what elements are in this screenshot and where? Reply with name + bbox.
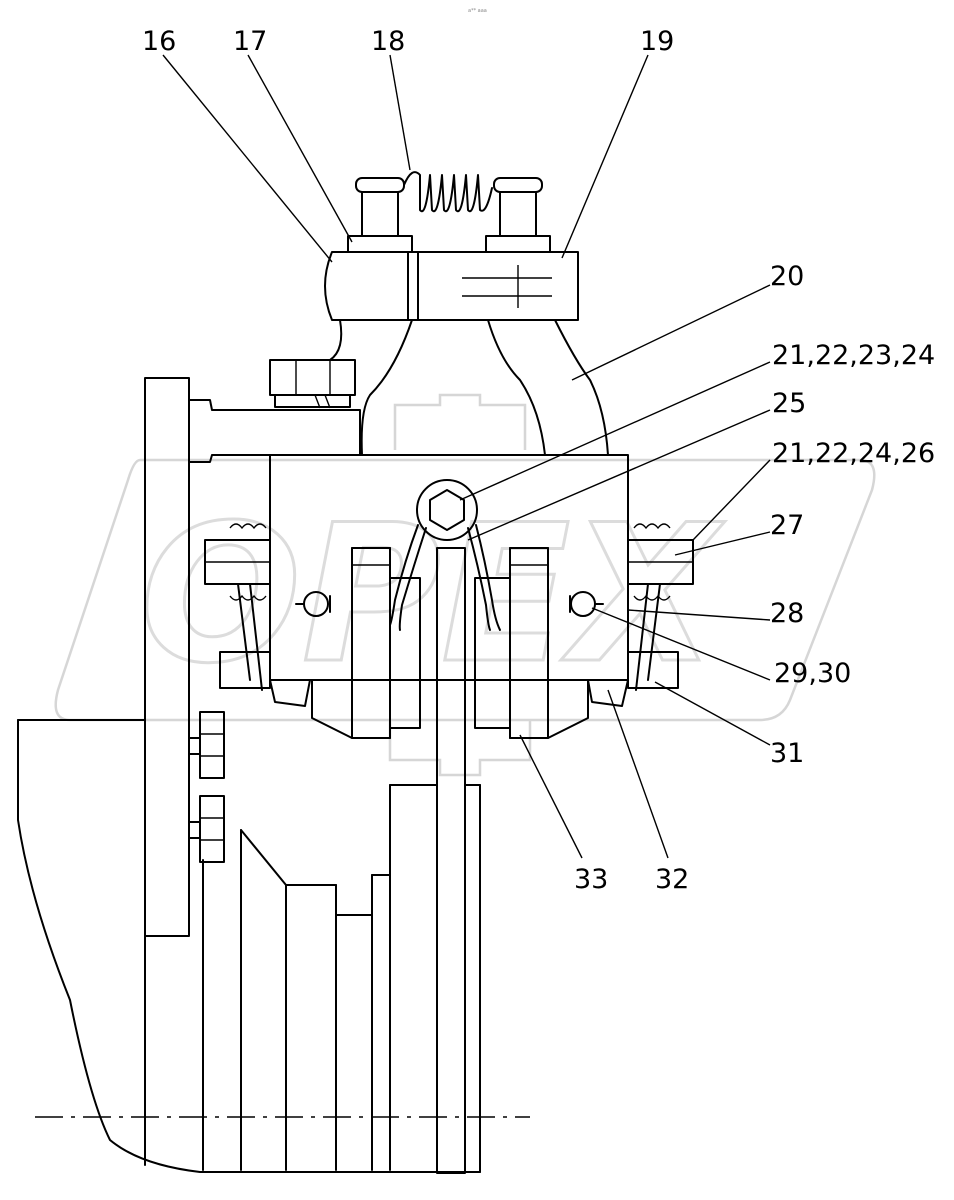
callout-21-22-23-24: 21,22,23,24 — [772, 340, 935, 371]
callout-18: 18 — [371, 26, 405, 57]
right-adjuster — [627, 523, 694, 691]
top-nut — [269, 359, 356, 409]
callout-17: 17 — [233, 26, 267, 57]
callout-31: 31 — [770, 738, 804, 769]
callout-20: 20 — [770, 261, 804, 292]
callout-19: 19 — [640, 26, 674, 57]
spring-posts — [347, 171, 551, 253]
callout-32: 32 — [655, 864, 689, 895]
callout-27: 27 — [770, 510, 804, 541]
callout-21-22-24-26: 21,22,24,26 — [772, 438, 935, 469]
flange-bolts — [188, 711, 225, 863]
callout-28: 28 — [770, 598, 804, 629]
callout-29-30: 29,30 — [774, 658, 851, 689]
callout-16: 16 — [142, 26, 176, 57]
callout-25: 25 — [772, 388, 806, 419]
left-adjuster — [204, 523, 271, 691]
caliper-arms — [329, 319, 609, 456]
brake-disc — [436, 547, 481, 1174]
leader-lines — [162, 54, 771, 859]
top-lever — [324, 251, 579, 321]
callout-labels: 16 17 18 19 20 21,22,23,24 25 21,22,24,2… — [142, 26, 935, 895]
corner-mark: a** aaa — [468, 8, 487, 14]
callout-33: 33 — [574, 864, 608, 895]
